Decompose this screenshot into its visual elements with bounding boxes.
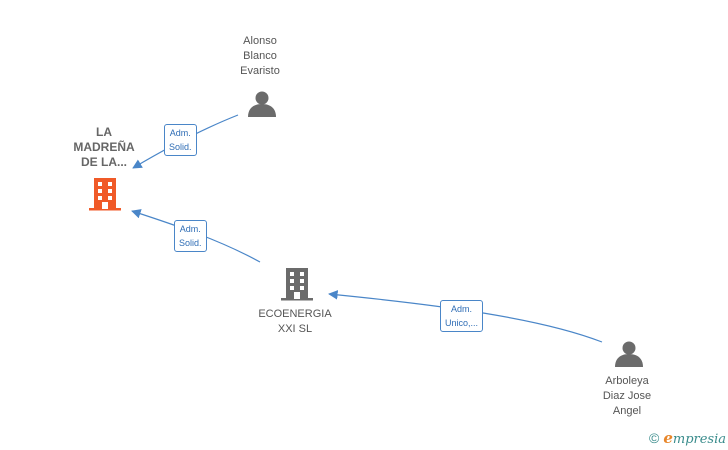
node-label-alonso[interactable]: Alonso Blanco Evaristo <box>228 34 292 79</box>
edge-label-eco-madrena[interactable]: Adm. Solid. <box>174 220 207 252</box>
label-line: Alonso <box>243 35 277 47</box>
node-label-ecoenergia[interactable]: ECOENERGIA XXI SL <box>250 307 340 337</box>
building-icon[interactable] <box>281 268 313 301</box>
label-line: Arboleya <box>605 375 649 387</box>
brand-logo-e: e <box>663 429 673 447</box>
edge-label-line: Adm. <box>451 304 473 314</box>
person-icon[interactable] <box>248 91 276 118</box>
watermark: ©empresia <box>649 429 726 447</box>
edge-label-line: Adm. <box>169 128 191 138</box>
edge-label-line: Adm. <box>179 224 201 234</box>
building-icon[interactable] <box>89 178 121 211</box>
label-line: LA <box>96 125 112 139</box>
edge-label-alonso-madrena[interactable]: Adm. Solid. <box>164 124 197 156</box>
edge-label-line: Unico,... <box>445 318 479 328</box>
brand-logo-text: mpresia <box>672 432 727 447</box>
label-line: Blanco <box>243 50 277 62</box>
label-line: ECOENERGIA <box>258 308 332 320</box>
label-line: Diaz Jose <box>602 390 652 402</box>
label-line: DE LA... <box>80 155 127 169</box>
node-label-arboleya[interactable]: Arboleya Diaz Jose Angel <box>591 374 663 419</box>
label-line: Angel <box>612 405 642 417</box>
label-line: XXI SL <box>277 323 313 335</box>
edge-label-line: Solid. <box>179 238 202 248</box>
label-line: MADREÑA <box>73 140 135 154</box>
copyright-symbol: © <box>649 430 660 446</box>
person-icon[interactable] <box>615 341 643 368</box>
edge-arboleya-eco <box>328 290 603 343</box>
edge-label-arboleya-eco[interactable]: Adm. Unico,... <box>440 300 484 332</box>
node-label-madrena[interactable]: LA MADREÑA DE LA... <box>66 125 142 170</box>
label-line: Evaristo <box>240 65 280 77</box>
edge-label-line: Solid. <box>169 142 192 152</box>
